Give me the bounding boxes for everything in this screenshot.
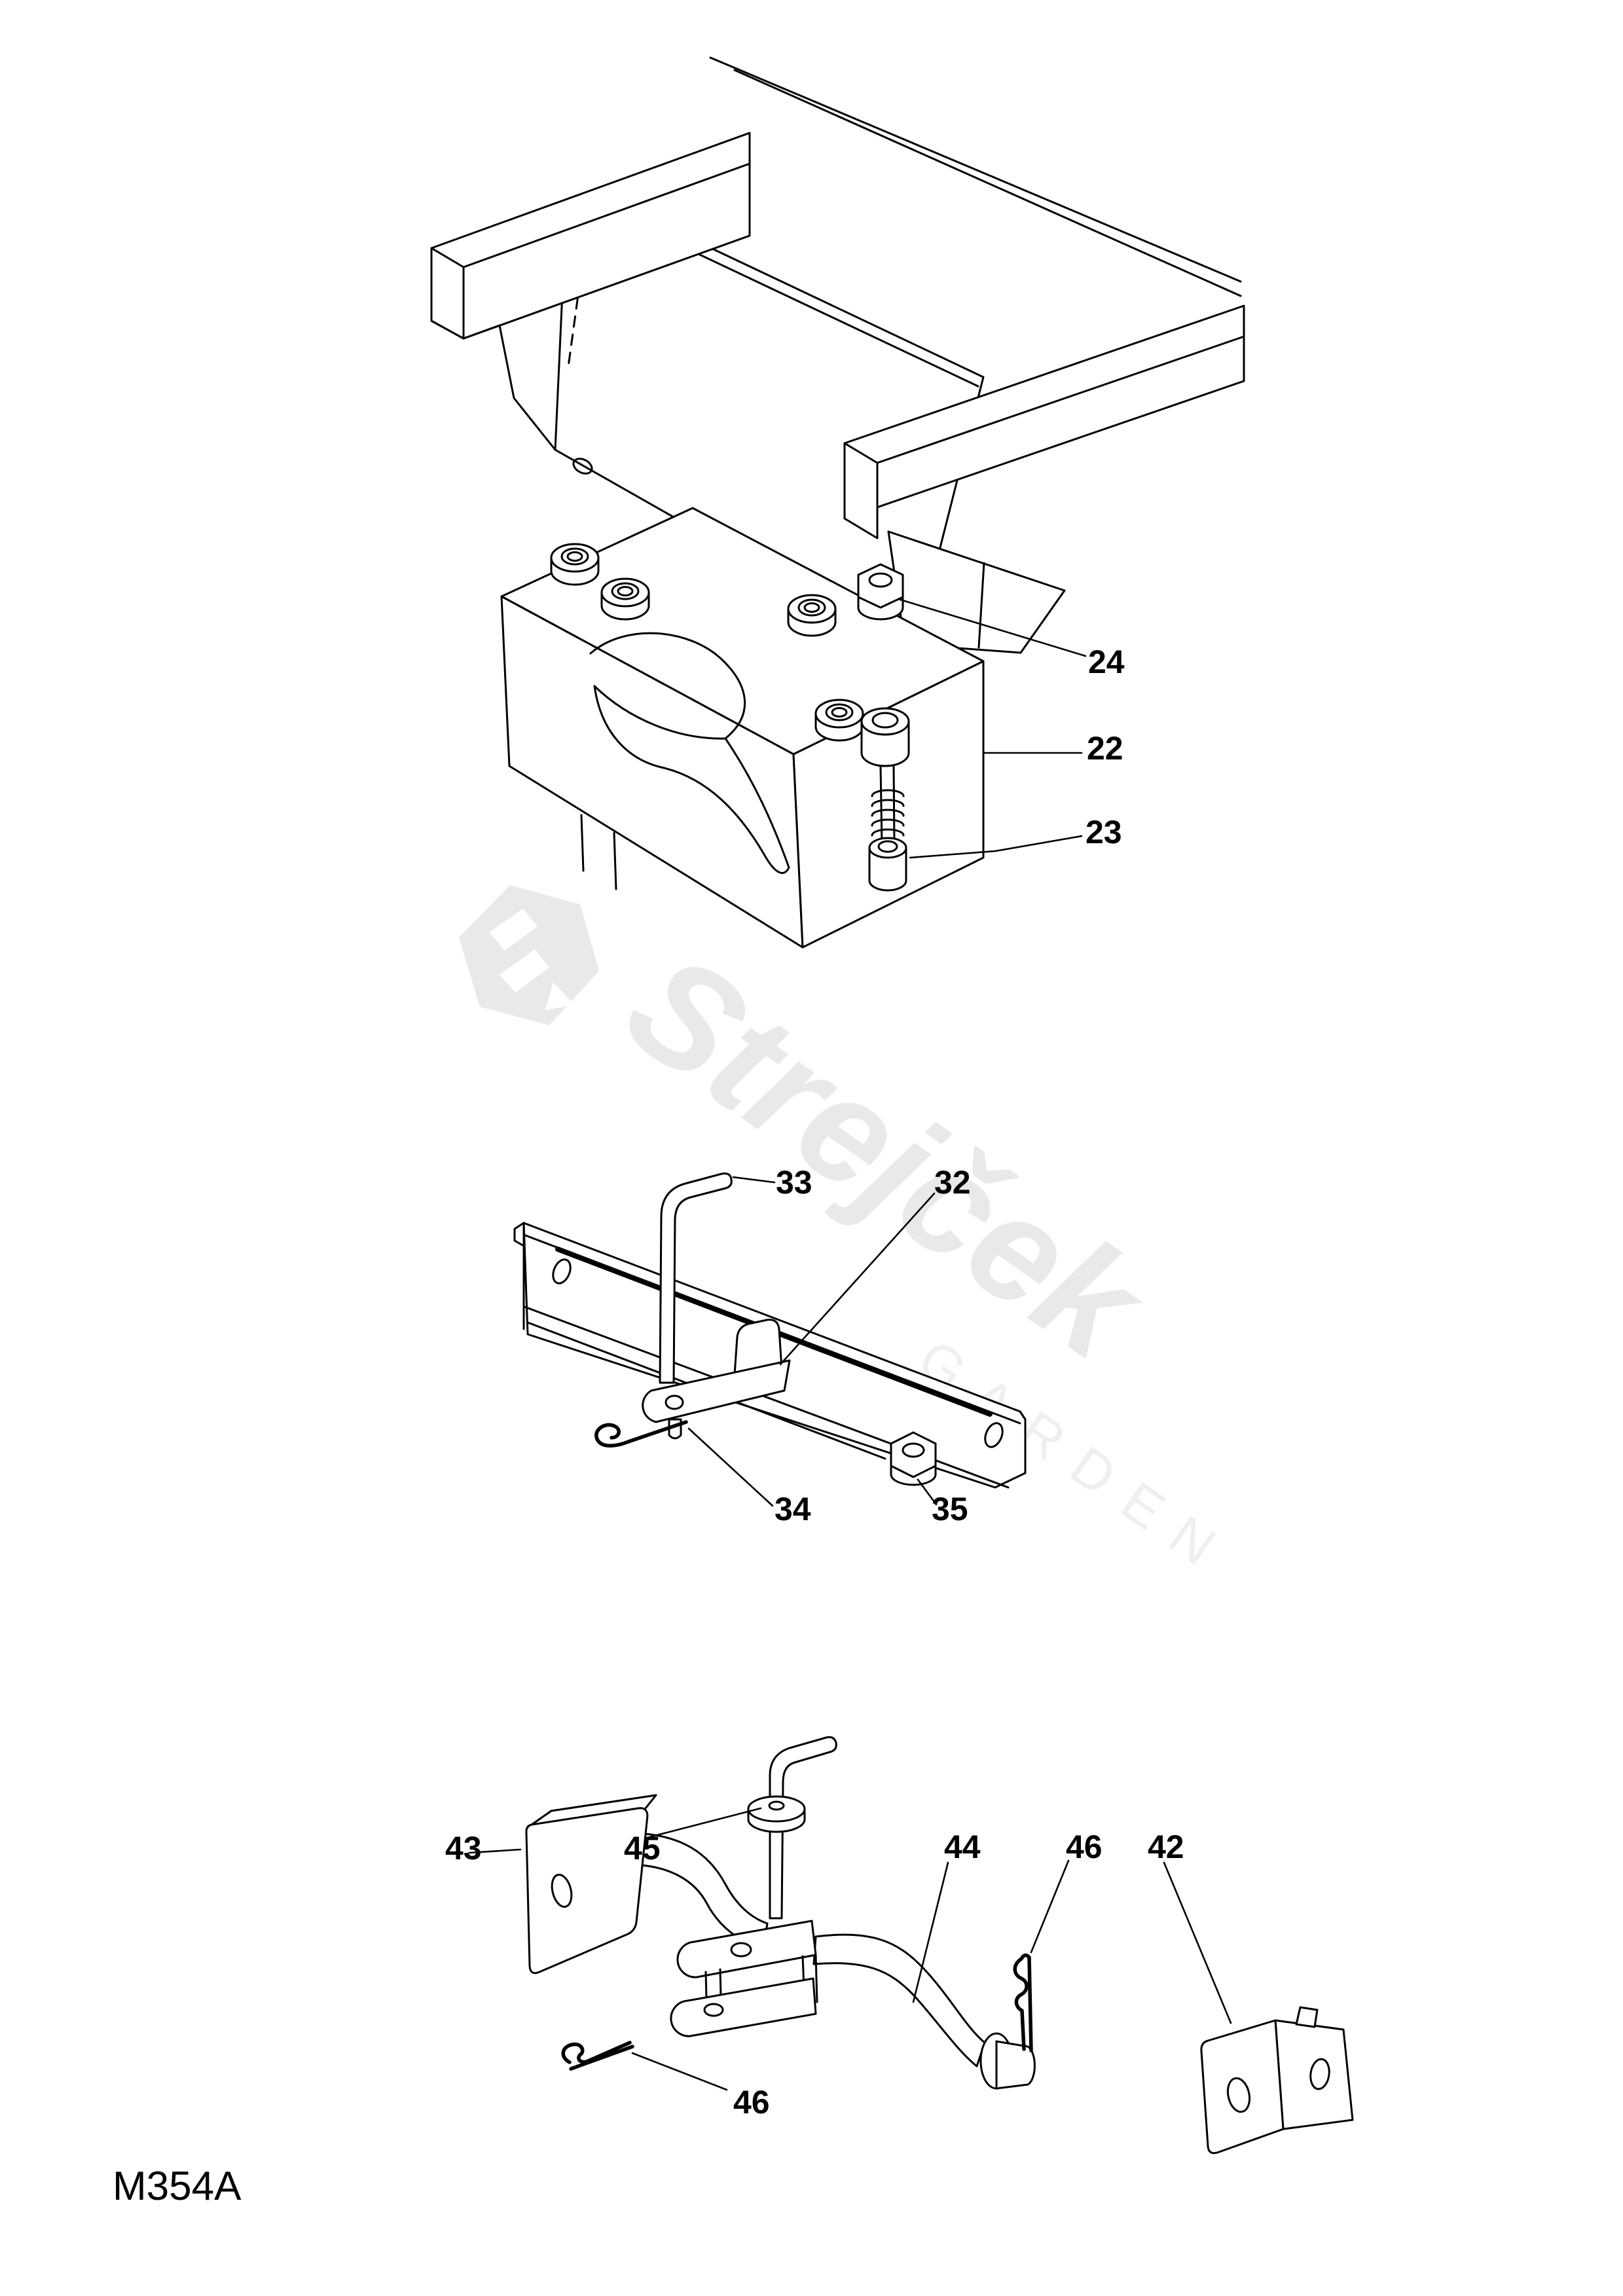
pivot-bottom-plate-hole bbox=[703, 2003, 724, 2017]
bracket-42-tab bbox=[1295, 2006, 1319, 2028]
bracket-43-hole bbox=[551, 1874, 573, 1908]
counterweight-scoop-right-sweep bbox=[724, 737, 790, 869]
frame-leg-step bbox=[462, 324, 556, 451]
bracket-42 bbox=[1200, 2006, 1354, 2155]
nut-35 bbox=[890, 1431, 937, 1486]
clevis-side-right-rear bbox=[814, 1954, 818, 2003]
mount-boss-3 bbox=[787, 594, 837, 637]
counterweight-cast-mark-2 bbox=[613, 831, 617, 890]
drawbar-rod-44 bbox=[812, 1933, 986, 2068]
pivot-bottom-plate bbox=[670, 1977, 817, 2037]
leader-line-35 bbox=[917, 1478, 938, 1506]
rear-plate-hole bbox=[572, 458, 593, 475]
callout-46-upper: 46 bbox=[1066, 1829, 1103, 1865]
leader-line-34 bbox=[687, 1427, 774, 1507]
pivot-top-plate bbox=[676, 1920, 817, 1978]
frame-beam-left-edge bbox=[462, 162, 751, 268]
bolt-and-spring-23 bbox=[860, 707, 910, 892]
counterweight-scoop-left-sweep bbox=[593, 685, 663, 769]
mount-boss-4 bbox=[814, 699, 864, 742]
counterweight-cast-mark-1 bbox=[580, 814, 585, 872]
rail-hole-right bbox=[984, 1422, 1004, 1448]
frame-rail-far-top-line bbox=[709, 56, 1242, 283]
callout-33: 33 bbox=[776, 1164, 812, 1201]
callout-32: 32 bbox=[934, 1164, 971, 1201]
callout-34: 34 bbox=[775, 1491, 811, 1527]
figure-rail-assembly: 33 32 34 35 bbox=[513, 1164, 1027, 1527]
watermark: Strejček GARDEN bbox=[459, 885, 1245, 1590]
callout-23: 23 bbox=[1085, 814, 1122, 850]
counterweight-scoop-lower-sweep bbox=[660, 766, 767, 859]
figure-code: M354A bbox=[113, 2164, 242, 2209]
leader-line-46-lower bbox=[631, 2052, 728, 2091]
flange-nut-24 bbox=[857, 563, 904, 621]
rod-end-stub bbox=[995, 2040, 1036, 2090]
r-clip-34 bbox=[594, 1420, 688, 1448]
frame-beam-right-endcap bbox=[843, 442, 879, 539]
frame-support-bracket-fold bbox=[977, 562, 985, 649]
pivot-top-plate-hole bbox=[730, 1942, 752, 1958]
tongue-plate-hole bbox=[665, 1394, 684, 1410]
frame-rail-far-bottom-line bbox=[733, 69, 1242, 297]
rail-left-endcap-lip bbox=[513, 1222, 525, 1247]
callout-35: 35 bbox=[932, 1491, 968, 1527]
callout-44: 44 bbox=[944, 1829, 981, 1865]
rail-hole-left bbox=[552, 1258, 572, 1285]
mount-boss-1 bbox=[550, 543, 600, 586]
leader-line-45 bbox=[648, 1807, 762, 1838]
hitch-pin-33 bbox=[659, 1172, 733, 1384]
bracket-43 bbox=[525, 1794, 657, 1975]
leader-line-23 bbox=[909, 835, 1083, 859]
counterweight-scoop-bottom-curl bbox=[765, 856, 790, 874]
watermark-logo-chevron-bottom bbox=[500, 949, 549, 993]
watermark-logo-arrowhead bbox=[545, 982, 574, 1010]
leader-line-46-upper bbox=[1030, 1859, 1070, 1954]
leader-line-24 bbox=[897, 598, 1087, 657]
bracket-42-wing-hole bbox=[1309, 2058, 1330, 2090]
counterweight-scoop-inner-lip bbox=[593, 685, 727, 740]
counterweight-scoop-upper-lip bbox=[589, 632, 746, 740]
leader-line-44 bbox=[912, 1861, 949, 2003]
bolt-23-head bbox=[868, 847, 907, 892]
callout-45: 45 bbox=[624, 1830, 661, 1867]
r-clip-46-lower bbox=[561, 2041, 634, 2071]
callout-46-lower: 46 bbox=[733, 2084, 770, 2121]
spring-coil bbox=[871, 789, 905, 837]
watermark-logo-chevron-top bbox=[489, 909, 538, 951]
r-clip-46-upper bbox=[1013, 1953, 1033, 2052]
mount-boss-2 bbox=[600, 577, 650, 621]
bracket-42-wing bbox=[1274, 2019, 1354, 2130]
leader-line-32 bbox=[779, 1192, 936, 1366]
leader-line-42 bbox=[1163, 1861, 1232, 2024]
figure-hitch-linkage: 43 45 44 46 42 46 bbox=[445, 1736, 1354, 2155]
callout-42: 42 bbox=[1148, 1829, 1184, 1865]
rail-right-endcap bbox=[1019, 1410, 1027, 1421]
bracket-42-front-hole bbox=[1226, 2077, 1251, 2113]
frame-beam-right-top-face-edge bbox=[876, 335, 1245, 464]
leader-line-33 bbox=[732, 1176, 776, 1184]
bracket-42-front-plate bbox=[1200, 2019, 1285, 2155]
callout-22: 22 bbox=[1087, 730, 1123, 767]
callout-43: 43 bbox=[445, 1830, 482, 1867]
pivot-pin-45 bbox=[769, 1736, 837, 1920]
callout-24: 24 bbox=[1088, 644, 1125, 680]
figure-counterweight-assembly: 24 22 23 bbox=[430, 56, 1245, 949]
pin-45-washer bbox=[747, 1795, 806, 1833]
leader-line-43 bbox=[468, 1848, 522, 1854]
